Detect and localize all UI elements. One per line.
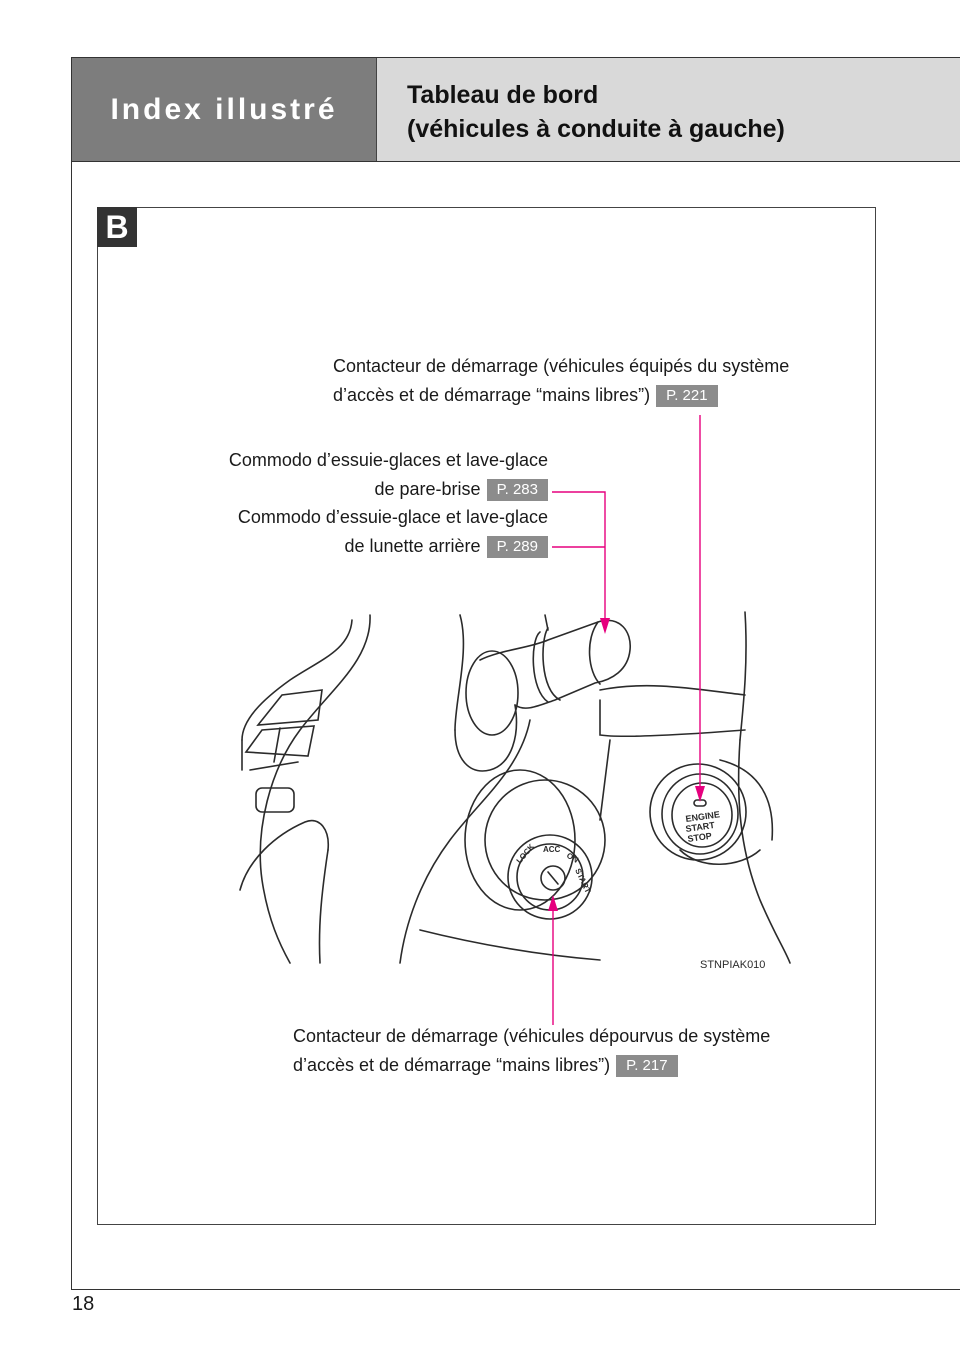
- callout-line: Commodo d’essuie-glaces et lave-glace: [228, 450, 548, 470]
- callout-line: d’accès et de démarrage “mains libres”)P…: [293, 1051, 770, 1080]
- callout-line: d’accès et de démarrage “mains libres”)P…: [333, 381, 789, 410]
- page-frame: [71, 57, 960, 1290]
- arrowhead: [600, 618, 610, 634]
- dashboard-linework: [239, 611, 791, 964]
- engine-label: ENGINE: [685, 809, 721, 824]
- figure-box: [97, 207, 876, 1225]
- header-rule: [72, 161, 960, 162]
- engine-button-labels: ENGINE START STOP: [685, 809, 721, 844]
- page-heading-box: Tableau de bord (véhicules à conduite à …: [376, 58, 960, 161]
- callout-front-wiper: Commodo d’essuie-glaces et lave-glace de…: [229, 446, 548, 504]
- page-heading-line1: Tableau de bord: [407, 81, 599, 109]
- arrowhead: [548, 895, 558, 911]
- ignition-switch-labels: LOCK ACC ON START: [515, 842, 593, 895]
- callout-rear-wiper: Commodo d’essuie-glace et lave-glace de …: [238, 503, 548, 561]
- callout-line: Commodo d’essuie-glace et lave-glace: [237, 507, 548, 527]
- figure-code: STNPIAK010: [700, 959, 765, 971]
- callout-arrowheads: [548, 618, 705, 911]
- callout-leaders: [552, 415, 701, 1025]
- arrowhead: [695, 786, 705, 802]
- callout-key-switch: Contacteur de démarrage (véhicules dépou…: [293, 1022, 770, 1080]
- on-label: ON: [565, 851, 580, 865]
- figure-badge: B: [97, 207, 137, 247]
- callout-push-start: Contacteur de démarrage (véhicules équip…: [333, 352, 789, 410]
- page-reference[interactable]: P. 221: [656, 385, 718, 408]
- page-reference[interactable]: P. 289: [486, 536, 548, 559]
- page-reference[interactable]: P. 283: [486, 479, 548, 502]
- stop-label: STOP: [687, 831, 712, 844]
- section-title: Index illustré: [110, 92, 338, 126]
- page-heading: Tableau de bord (véhicules à conduite à …: [407, 78, 785, 146]
- start-button-label: START: [685, 820, 716, 834]
- callout-line: Contacteur de démarrage (véhicules dépou…: [293, 1026, 771, 1046]
- callout-line: Contacteur de démarrage (véhicules équip…: [333, 356, 790, 376]
- page-reference[interactable]: P. 217: [616, 1055, 678, 1078]
- section-tab: Index illustré: [72, 58, 376, 161]
- acc-label: ACC: [543, 845, 561, 854]
- page-heading-line2: (véhicules à conduite à gauche): [407, 115, 785, 143]
- lock-label: LOCK: [515, 842, 537, 865]
- wiper-leader: [552, 491, 606, 622]
- page-number: 18: [72, 1293, 95, 1315]
